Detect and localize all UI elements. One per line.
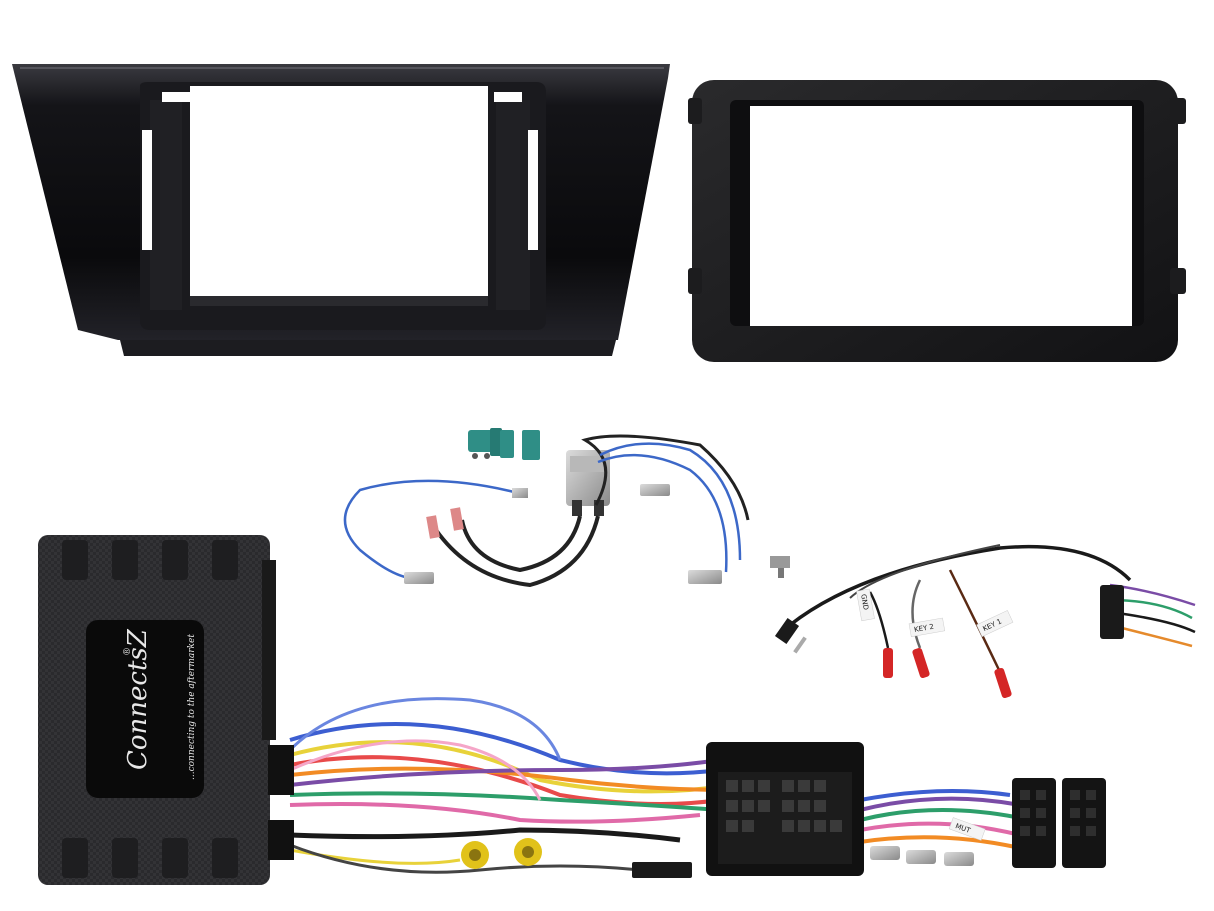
connects2-logo: ConnectsZ ® [123, 628, 153, 770]
logo-tagline: ...connecting to the aftermarket [187, 634, 197, 780]
logo-wordmark: ConnectsZ [123, 628, 153, 770]
tag-key2: KEY 2 [913, 623, 934, 634]
fascia-panel-large [12, 64, 670, 356]
logo-registered-mark: ® [123, 647, 133, 656]
antenna-adapter [343, 428, 790, 588]
fascia-panel-small [688, 80, 1186, 362]
tag-gnd: GND [859, 593, 870, 610]
patch-lead: GND KEY 2 KEY 1 [774, 544, 1196, 699]
steering-control-box: ConnectsZ ® ...connecting to the afterma… [38, 535, 294, 885]
wiring-harness: MUT [288, 697, 1106, 878]
